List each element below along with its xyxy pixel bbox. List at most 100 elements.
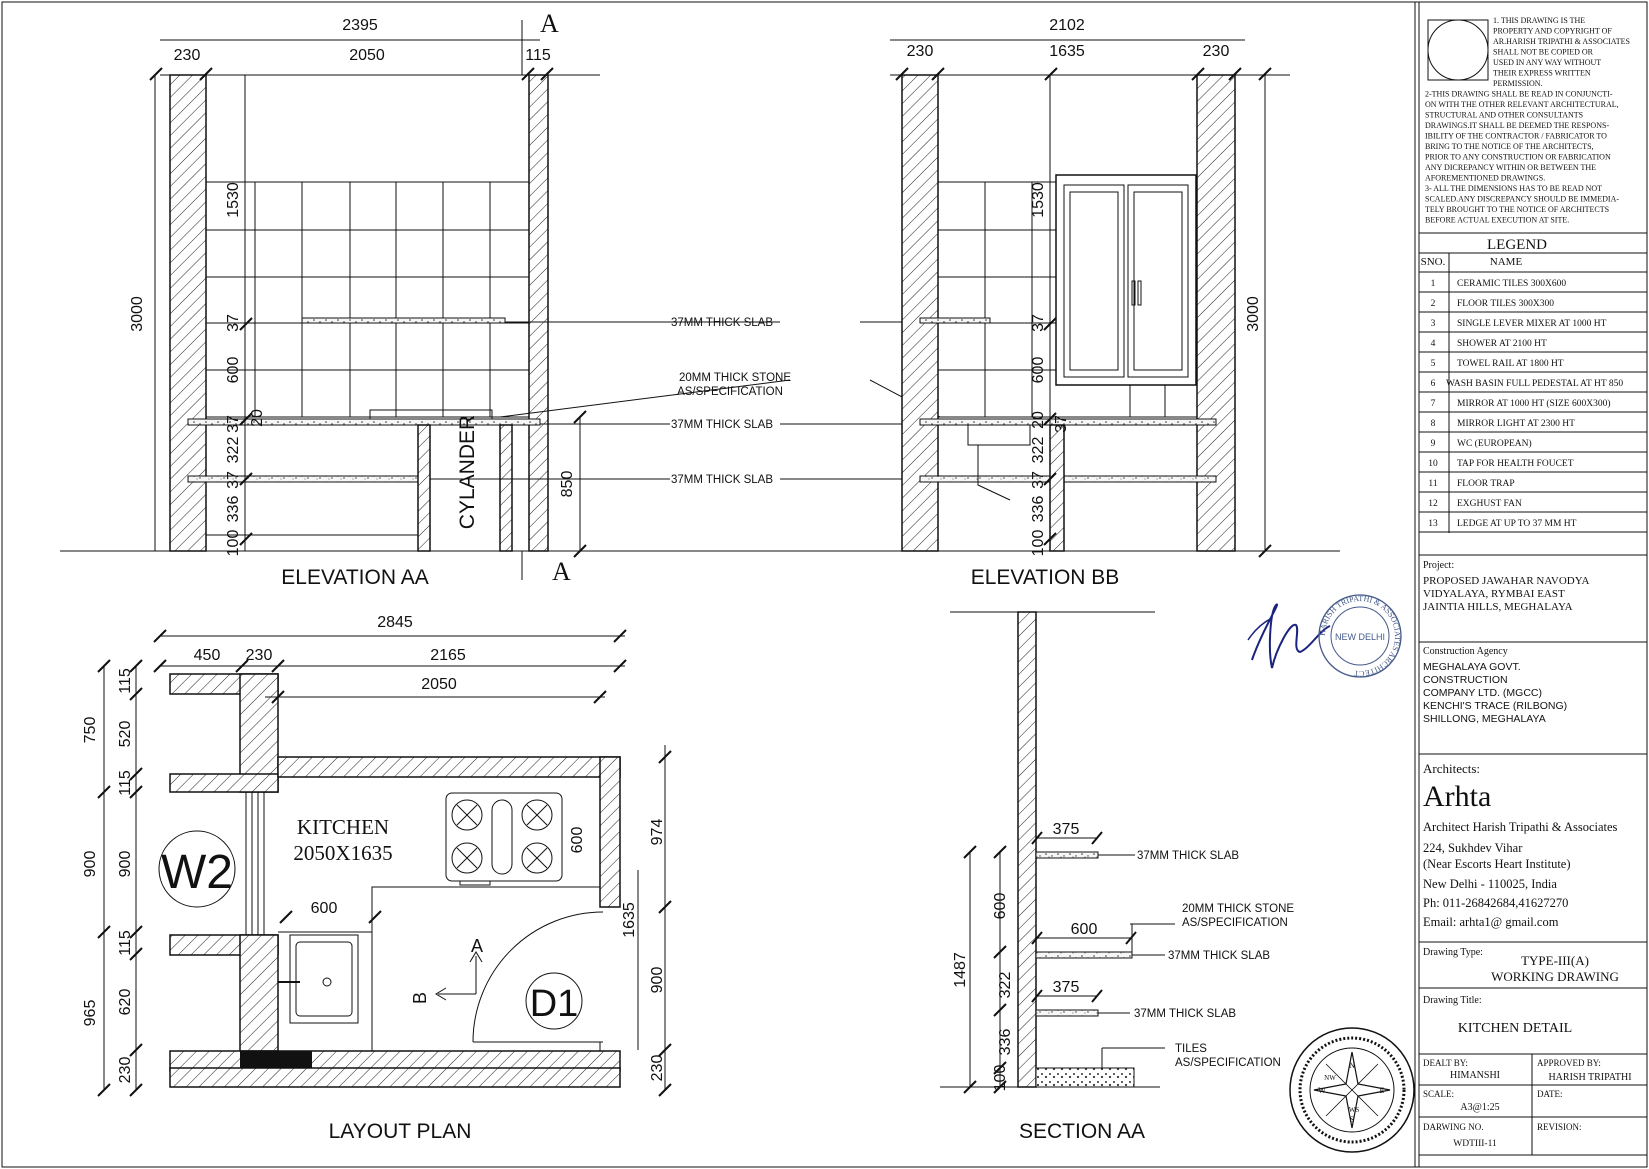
counter-slab <box>187 418 541 426</box>
architects-line-6: Email: arhta1@ gmail.com <box>1423 915 1559 929</box>
dim-left: 230 <box>174 47 201 64</box>
note-line: THEIR EXPRESS WRITTEN <box>1493 69 1591 78</box>
counter-slab <box>919 418 1217 426</box>
wall-left <box>169 74 207 552</box>
legend-name: SHOWER AT 2100 HT <box>1457 339 1547 349</box>
dim-v100: 100 <box>992 1065 1009 1092</box>
legend-sno: 11 <box>1428 479 1437 489</box>
compass: N S E W NW WS <box>1289 1027 1415 1153</box>
note-line: SHALL NOT BE COPIED OR <box>1493 48 1594 57</box>
agency-line-3: COMPANY LTD. (MGCC) <box>1423 687 1542 699</box>
legend-name: EXGHUST FAN <box>1457 499 1522 509</box>
arrow-a-label: A <box>471 936 483 956</box>
legend-sno: 13 <box>1428 519 1438 529</box>
legend-name: WC (EUROPEAN) <box>1457 438 1532 449</box>
dim-v3: 600 <box>225 357 242 384</box>
compass-w: W <box>1318 1086 1326 1095</box>
agency-line-1: MEGHALAYA GOVT. <box>1423 661 1521 673</box>
wall-cabinet <box>1055 174 1197 386</box>
note-line: ANY DICREPANCY WITHIN OR BETWEEN THE <box>1425 163 1596 172</box>
sink-trap <box>967 425 1031 501</box>
dim-total: 2102 <box>1049 17 1085 34</box>
callout-stone-2: AS/SPECIFICATION <box>677 386 783 398</box>
section-callout-stone-1: 20MM THICK STONE <box>1182 903 1294 915</box>
dim-v1: 1530 <box>225 182 242 218</box>
note-line: 3- ALL THE DIMENSIONS HAS TO BE READ NOT <box>1425 184 1602 193</box>
legend-name: LEDGE AT UP TO 37 MM HT <box>1457 519 1577 529</box>
note-line: ON WITH THE OTHER RELEVANT ARCHITECTURAL… <box>1425 100 1619 109</box>
section-callout-tiles-2: AS/SPECIFICATION <box>1175 1057 1281 1069</box>
lower-shelf <box>919 475 1217 483</box>
compass-n: N <box>1349 1061 1355 1070</box>
dim-l750: 750 <box>82 717 99 744</box>
section-mark-top: A <box>540 9 559 38</box>
dim-v8: 336 <box>1030 496 1047 523</box>
dim-r974: 974 <box>649 819 666 846</box>
dim-mid: 2050 <box>349 47 385 64</box>
dim-v1487: 1487 <box>952 952 969 988</box>
dim-v6: 322 <box>1030 437 1047 464</box>
legend-sno: 1 <box>1431 279 1436 289</box>
dim-l115a: 115 <box>117 668 134 694</box>
project-line-3: JAINTIA HILLS, MEGHALAYA <box>1423 601 1573 613</box>
support-right <box>499 424 513 552</box>
legend-name: MIRROR AT 1000 HT (SIZE 600X300) <box>1457 398 1611 409</box>
note-line: DRAWINGS.IT SHALL BE DEEMED THE RESPONS- <box>1425 121 1609 130</box>
compass-nw: NW <box>1324 1074 1336 1082</box>
dim-right: 230 <box>1203 43 1230 60</box>
architects-label: Architects: <box>1423 761 1480 776</box>
dim-total: 2845 <box>377 614 413 631</box>
dim-l230: 230 <box>117 1057 134 1084</box>
section-mark-bottom: A <box>552 557 571 586</box>
dim-left: 230 <box>907 43 934 60</box>
hob <box>369 409 493 420</box>
project-line-2: VIDYALAYA, RYMBAI EAST <box>1423 588 1565 600</box>
support <box>1049 424 1065 552</box>
legend-sno: 6 <box>1431 379 1436 389</box>
burners <box>451 799 553 886</box>
drawing-type-line-1: TYPE-III(A) <box>1521 953 1589 968</box>
agency-line-5: SHILLONG, MEGHALAYA <box>1423 713 1546 725</box>
section-arrows <box>435 951 483 1001</box>
door-tag: D1 <box>530 983 579 1025</box>
legend-name: SINGLE LEVER MIXER AT 1000 HT <box>1457 319 1607 329</box>
dim-v3: 600 <box>1030 357 1047 384</box>
arrow-b-label: B <box>410 992 430 1004</box>
dim-height: 3000 <box>129 296 146 332</box>
dim-total: 2395 <box>342 17 378 34</box>
dim-v336: 336 <box>997 1029 1014 1056</box>
upper-shelf <box>301 317 506 324</box>
dealt-value: HIMANSHI <box>1450 1070 1500 1081</box>
dim-v4: 20 <box>249 409 266 427</box>
compass-ws: WS <box>1349 1106 1360 1114</box>
project-line-1: PROPOSED JAWAHAR NAVODYA <box>1423 575 1589 587</box>
compass-s: S <box>1350 1115 1354 1124</box>
agency-label: Construction Agency <box>1423 646 1508 657</box>
dim-right: 115 <box>525 47 551 64</box>
drawing-title-label: Drawing Title: <box>1423 995 1482 1006</box>
layout-plan-title: LAYOUT PLAN <box>329 1120 472 1143</box>
note-line: BRING TO THE NOTICE OF THE ARCHITECTS, <box>1425 142 1594 151</box>
project-label: Project: <box>1423 560 1454 571</box>
legend-name: WASH BASIN FULL PEDESTAL AT HT 850 <box>1446 379 1623 389</box>
section-aa-title: SECTION AA <box>1019 1120 1145 1143</box>
signature <box>1247 603 1331 669</box>
compass-e: E <box>1380 1086 1385 1095</box>
section-callout-slab-2: 37MM THICK SLAB <box>1168 950 1270 962</box>
legend-name: TOWEL RAIL AT 1800 HT <box>1457 359 1564 369</box>
legend-sno: 9 <box>1431 439 1436 449</box>
wall-right <box>1196 74 1236 552</box>
tile-grid <box>205 181 530 418</box>
dwg-label: DARWING NO. <box>1423 1122 1484 1132</box>
sink-inner <box>295 941 353 1017</box>
architect-stamp: HARISH TRIPATHI & ASSOCIATES ARCHITECT N… <box>1318 594 1402 678</box>
upper-shelf <box>919 317 991 324</box>
elevation-bb: 2102 230 1635 230 3000 1530 37 600 20 37… <box>890 17 1290 589</box>
architects-line-1: Architect Harish Tripathi & Associates <box>1423 820 1618 834</box>
note-line: IBILITY OF THE CONTRACTOR / FABRICATOR T… <box>1425 132 1607 141</box>
dim-l115b: 115 <box>117 770 134 796</box>
approved-value: HARISH TRIPATHI <box>1548 1072 1631 1083</box>
